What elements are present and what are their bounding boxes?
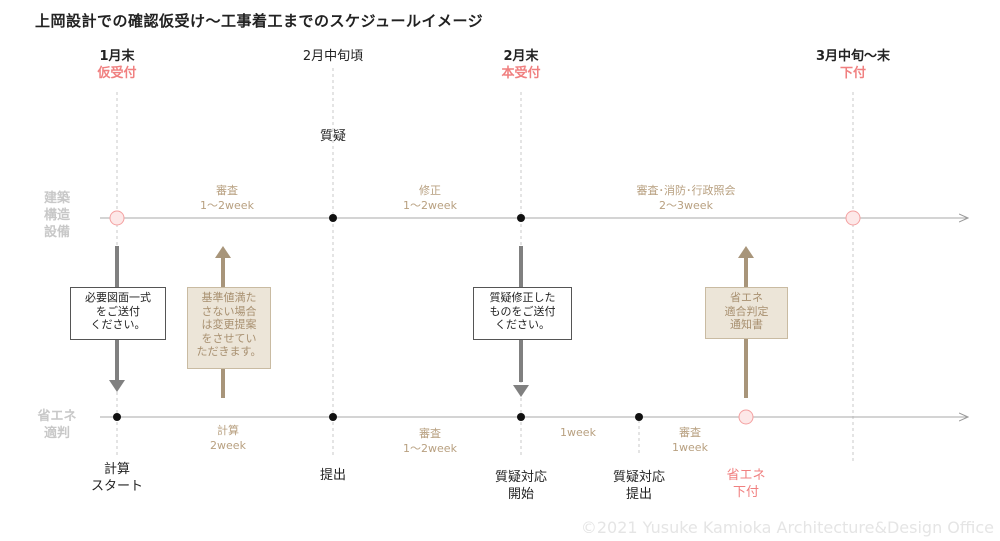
event-question-submit: 質疑対応 提出 (612, 470, 665, 502)
milestone-mar: 3月中旬〜末 下付 (793, 48, 913, 82)
note-box-energy-notice: 省エネ 適合判定 通知書 (705, 287, 788, 339)
milestone-date: 3月中旬〜末 (815, 49, 891, 64)
row-label-energy: 省エネ 適判 (37, 409, 77, 441)
upper-segment-review-fire: 審査･消防･行政照会 2〜3week (636, 184, 736, 212)
lower-marker-dot (635, 413, 643, 421)
question-label: 質疑 (319, 129, 346, 144)
upper-marker-dot (329, 214, 337, 222)
note-box-send-revised: 質疑修正した ものをご送付 ください。 (473, 287, 572, 340)
milestone-date: 2月末 (503, 49, 539, 64)
event-question-start: 質疑対応 開始 (494, 470, 547, 502)
milestone-event: 下付 (839, 66, 866, 81)
event-submit: 提出 (319, 468, 346, 483)
row-label-building: 建築 構造 設備 (43, 191, 70, 240)
milestone-event: 仮受付 (97, 66, 137, 81)
lower-segment-calc: 計算 2week (210, 424, 246, 452)
copyright: ©2021 Yusuke Kamioka Architecture&Design… (580, 518, 994, 537)
milestone-event: 本受付 (501, 66, 541, 81)
milestone-feb-end: 2月末 本受付 (471, 48, 571, 82)
upper-marker-pending (109, 210, 125, 226)
milestone-feb-mid: 2月中旬頃 (283, 48, 383, 65)
note-box-send-drawings: 必要図面一式 をご送付 ください。 (70, 287, 166, 340)
event-energy-issued: 省エネ 下付 (726, 468, 766, 500)
lower-segment-review: 審査 1〜2week (403, 427, 457, 455)
lower-segment-week: 1week (560, 426, 596, 439)
upper-segment-revision: 修正 1〜2week (403, 184, 457, 212)
upper-marker-pending (845, 210, 861, 226)
lower-marker-dot (329, 413, 337, 421)
milestone-jan-end: 1月末 仮受付 (67, 48, 167, 82)
lower-segment-review2: 審査 1week (672, 426, 708, 454)
event-calc-start: 計算 スタート (90, 462, 143, 494)
lower-marker-dot (517, 413, 525, 421)
note-box-change-proposal: 基準値満た さない場合 は変更提案 をさせてい ただきます。 (187, 287, 271, 369)
lower-marker-pending (738, 409, 754, 425)
milestone-date: 2月中旬頃 (302, 49, 364, 64)
lower-marker-dot (113, 413, 121, 421)
page-title: 上岡設計での確認仮受け〜工事着工までのスケジュールイメージ (35, 12, 484, 30)
milestone-date: 1月末 (99, 49, 135, 64)
upper-marker-dot (517, 214, 525, 222)
upper-segment-review: 審査 1〜2week (200, 184, 254, 212)
